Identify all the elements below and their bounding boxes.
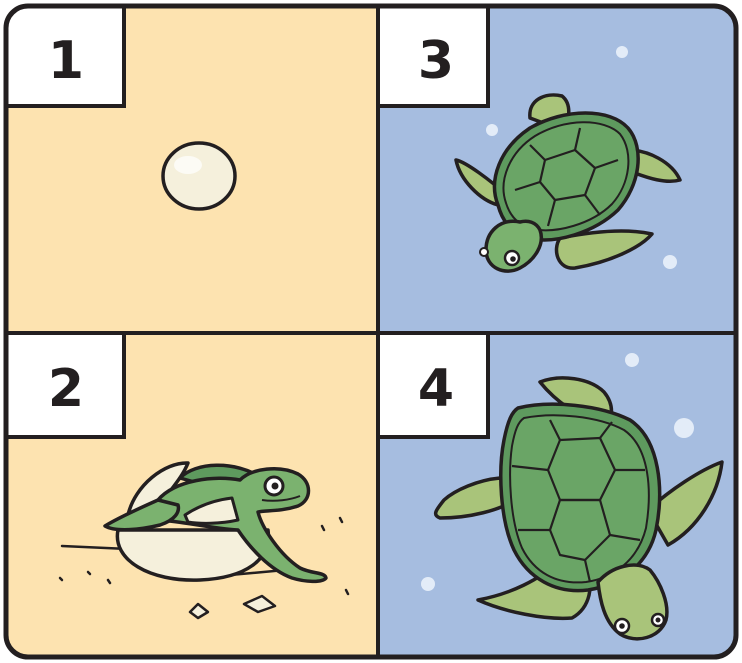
svg-text:4: 4 [418, 359, 454, 419]
panel-2-label: 2 [6, 333, 124, 437]
panel-1-label: 1 [6, 6, 124, 106]
svg-text:3: 3 [418, 31, 454, 91]
panel-3-label: 3 [378, 6, 488, 106]
egg-illustration [163, 143, 235, 209]
svg-text:2: 2 [48, 359, 84, 419]
panel-4-label: 4 [378, 333, 488, 437]
svg-text:1: 1 [48, 31, 84, 91]
